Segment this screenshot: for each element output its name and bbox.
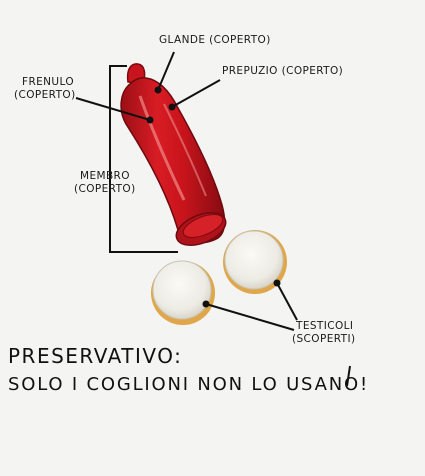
- label-testicoli: TESTICOLI (SCOPERTI): [292, 320, 355, 346]
- caption-subtitle: SOLO I COGLIONI NON LO USANO!: [8, 374, 369, 395]
- label-membro: MEMBRO (COPERTO): [74, 170, 136, 196]
- membro-bracket: [109, 65, 178, 253]
- glande-dot: [154, 86, 162, 94]
- testicoli-leader-right: [276, 282, 298, 321]
- label-frenulo-line2: (COPERTO): [14, 89, 76, 101]
- label-testicoli-line2: (SCOPERTI): [292, 333, 356, 345]
- label-glande: GLANDE (COPERTO): [159, 34, 271, 47]
- testicoli-leader-left: [205, 303, 295, 331]
- label-membro-line2: (COPERTO): [74, 183, 136, 195]
- label-frenulo: FRENULO (COPERTO): [14, 76, 76, 102]
- label-frenulo-line1: FRENULO: [22, 76, 75, 88]
- exclamation-stroke: [346, 365, 351, 387]
- glande-leader: [157, 51, 175, 91]
- caption-title: PRESERVATIVO:: [8, 344, 183, 368]
- label-glande-text: GLANDE (COPERTO): [159, 34, 271, 46]
- testicoli-dot-left: [202, 300, 210, 308]
- testicle-right: [223, 230, 287, 294]
- testicoli-dot-right: [273, 279, 281, 287]
- frenulo-dot: [146, 116, 154, 124]
- prepuzio-leader: [171, 79, 221, 108]
- label-testicoli-line1: TESTICOLI: [296, 320, 354, 332]
- label-prepuzio: PREPUZIO (COPERTO): [222, 65, 343, 78]
- condom-shape: [120, 63, 227, 246]
- label-prepuzio-text: PREPUZIO (COPERTO): [222, 65, 344, 77]
- frenulo-leader: [75, 97, 151, 121]
- prepuzio-dot: [168, 103, 176, 111]
- testicle-left: [151, 260, 215, 325]
- label-membro-line1: MEMBRO: [80, 170, 130, 182]
